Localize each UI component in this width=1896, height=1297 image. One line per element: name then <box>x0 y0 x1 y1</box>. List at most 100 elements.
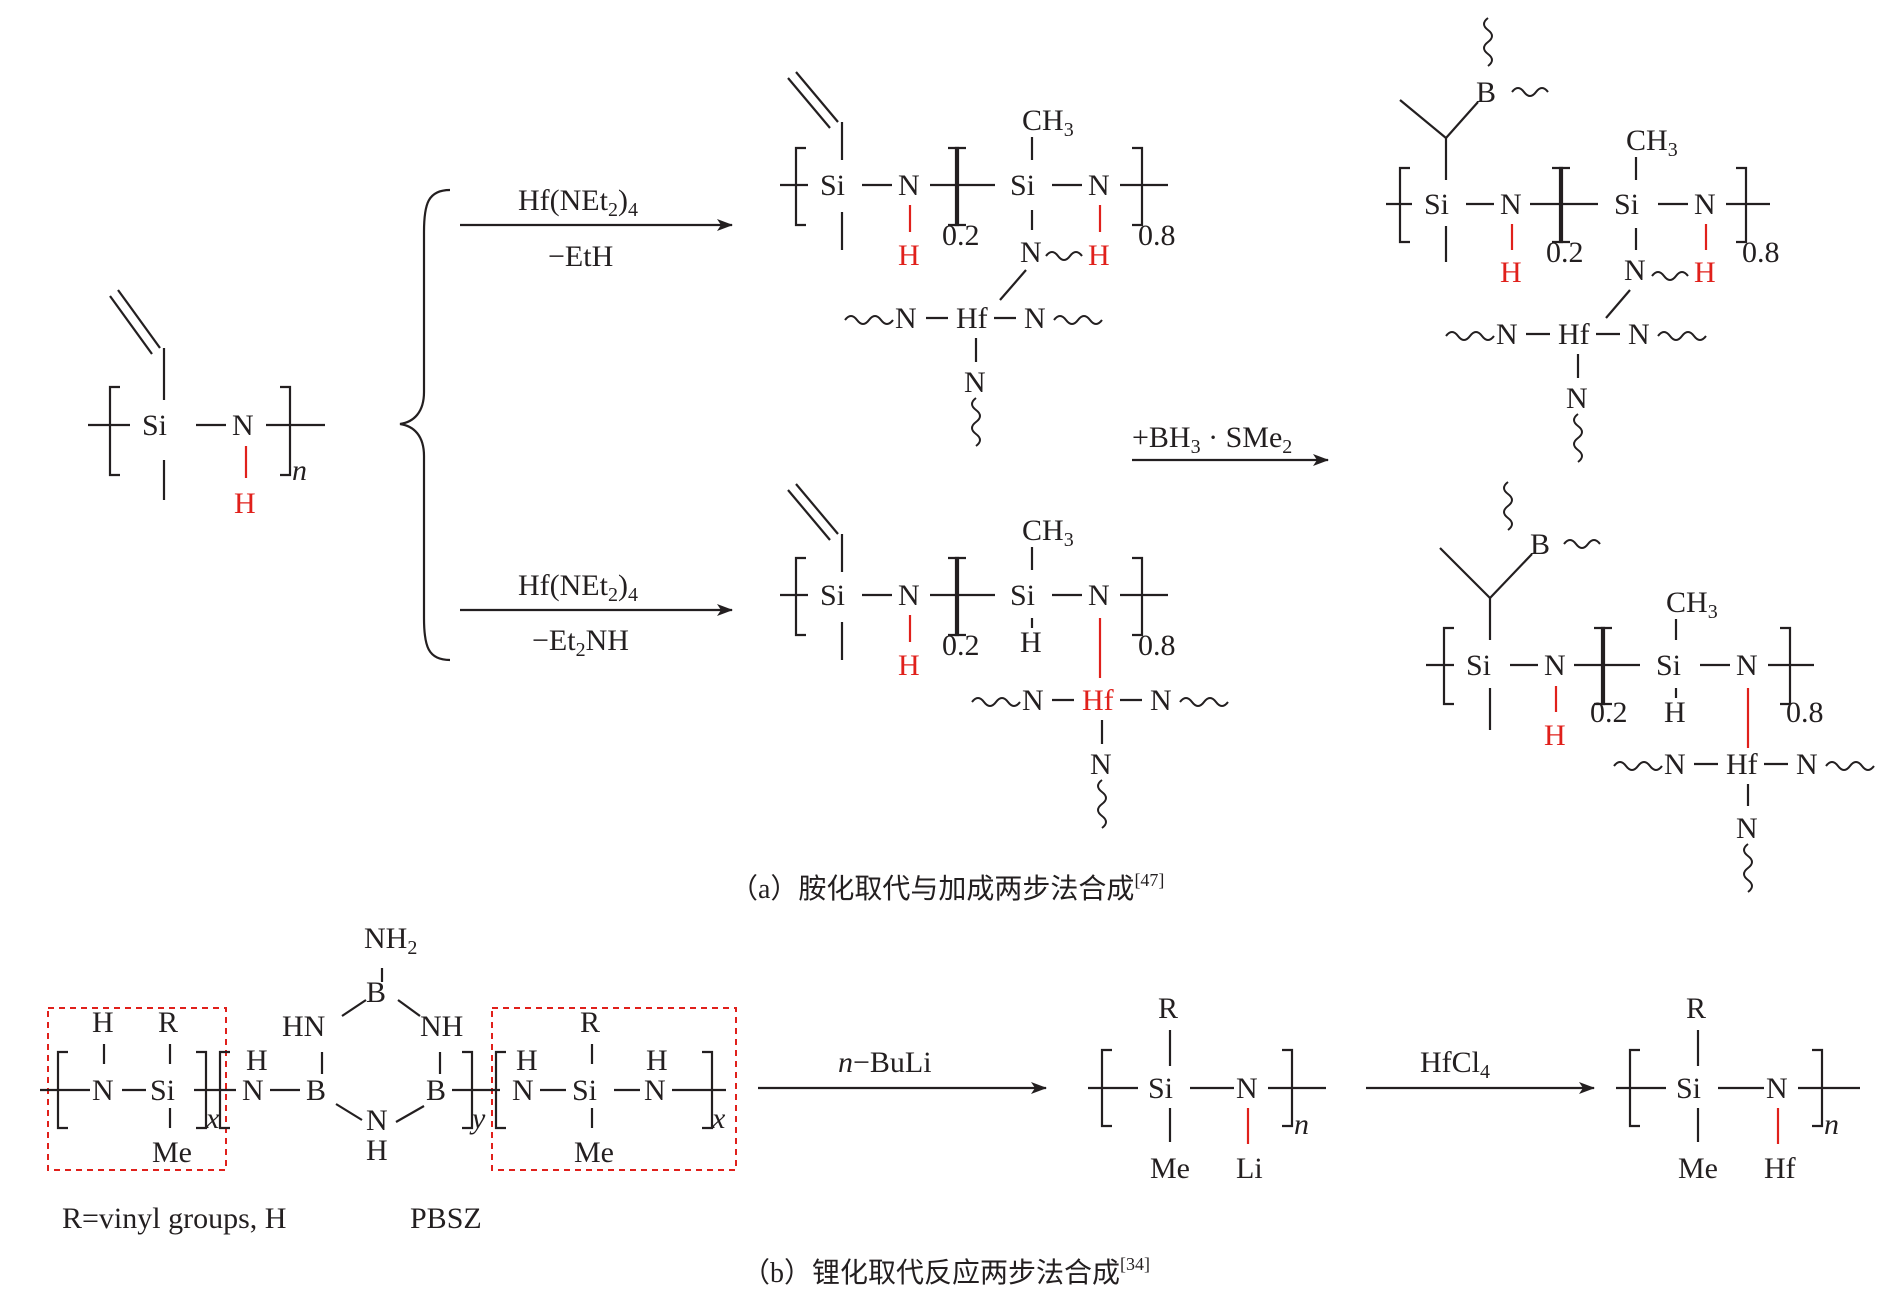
svg-text:Hf: Hf <box>1764 1152 1796 1185</box>
borane-arrow: +BH3 · SMe2 <box>1132 421 1329 466</box>
r-definition: R=vinyl groups, H <box>62 1202 286 1235</box>
product-d-bottom-right: B Si N H 0.2 CH3 Si H N 0.8 N Hf N <box>1426 481 1875 893</box>
svg-text:H: H <box>898 649 920 682</box>
svg-text:B: B <box>1530 528 1550 561</box>
svg-text:CH3: CH3 <box>1666 586 1718 623</box>
svg-text:0.2: 0.2 <box>1546 236 1584 269</box>
svg-text:Me: Me <box>152 1136 192 1169</box>
svg-text:R: R <box>1158 992 1178 1025</box>
svg-text:N: N <box>366 1104 388 1137</box>
hfcl4-arrow: HfCl4 <box>1366 1046 1595 1094</box>
svg-text:H: H <box>1088 239 1110 272</box>
bottom-reaction-arrow: Hf(NEt2)4 −Et2NH <box>460 569 733 661</box>
caption-a: （a）胺化取代与加成两步法合成[47] <box>730 870 1164 905</box>
n-label: N <box>232 409 254 442</box>
svg-text:x: x <box>711 1102 726 1135</box>
subscript-n: n <box>292 454 307 487</box>
svg-text:Si: Si <box>572 1074 597 1107</box>
svg-text:N: N <box>1796 748 1818 781</box>
svg-text:−Et2NH: −Et2NH <box>532 624 629 661</box>
svg-text:0.8: 0.8 <box>1138 219 1176 252</box>
svg-text:N: N <box>644 1074 666 1107</box>
svg-text:R: R <box>158 1006 178 1039</box>
lithiated-polysilazane: R Si Me N Li n <box>1088 992 1326 1185</box>
svg-text:Hf(NEt2)4: Hf(NEt2)4 <box>518 184 638 221</box>
svg-text:N: N <box>1022 684 1044 717</box>
svg-text:Si: Si <box>1148 1072 1173 1105</box>
svg-text:Li: Li <box>1236 1152 1263 1185</box>
svg-text:CH3: CH3 <box>1626 124 1678 161</box>
svg-text:N: N <box>92 1074 114 1107</box>
svg-text:Si: Si <box>1424 188 1449 221</box>
si-label: Si <box>142 409 167 442</box>
pbsz-label: PBSZ <box>410 1202 482 1235</box>
svg-text:Me: Me <box>1678 1152 1718 1185</box>
h-label: H <box>234 487 256 520</box>
svg-text:n: n <box>1824 1108 1839 1141</box>
svg-text:N: N <box>898 169 920 202</box>
svg-text:NH2: NH2 <box>364 922 417 959</box>
product-b-bottom: Si N H 0.2 CH3 Si H N 0.8 N Hf N N <box>780 483 1229 829</box>
svg-text:H: H <box>366 1134 388 1167</box>
svg-text:N: N <box>1500 188 1522 221</box>
svg-text:N: N <box>1544 649 1566 682</box>
svg-text:Si: Si <box>1010 169 1035 202</box>
svg-text:B: B <box>426 1074 446 1107</box>
svg-text:0.8: 0.8 <box>1742 236 1780 269</box>
svg-text:H: H <box>646 1044 668 1077</box>
svg-text:H: H <box>898 239 920 272</box>
svg-text:Si: Si <box>150 1074 175 1107</box>
svg-text:Me: Me <box>574 1136 614 1169</box>
svg-text:N: N <box>964 366 986 399</box>
svg-text:H: H <box>1500 256 1522 289</box>
svg-text:H: H <box>1544 719 1566 752</box>
svg-text:N: N <box>1566 382 1588 415</box>
svg-text:CH3: CH3 <box>1022 104 1074 141</box>
svg-text:H: H <box>516 1044 538 1077</box>
svg-text:n: n <box>1294 1108 1309 1141</box>
svg-text:N: N <box>898 579 920 612</box>
svg-text:N: N <box>1736 812 1758 845</box>
svg-text:Si: Si <box>1010 579 1035 612</box>
svg-text:Hf: Hf <box>1082 684 1114 717</box>
svg-text:N: N <box>512 1074 534 1107</box>
svg-text:N: N <box>1664 748 1686 781</box>
svg-text:N: N <box>1766 1072 1788 1105</box>
svg-text:R: R <box>580 1006 600 1039</box>
svg-text:H: H <box>1020 626 1042 659</box>
svg-text:B: B <box>306 1074 326 1107</box>
svg-text:H: H <box>92 1006 114 1039</box>
svg-text:Si: Si <box>1614 188 1639 221</box>
svg-text:NH: NH <box>420 1010 463 1043</box>
svg-text:H: H <box>246 1044 268 1077</box>
product-a-top: Si N H 0.2 CH3 Si N H 0.8 N N Hf N N <box>780 71 1176 447</box>
svg-text:N: N <box>1628 318 1650 351</box>
svg-text:CH3: CH3 <box>1022 514 1074 551</box>
svg-text:0.2: 0.2 <box>942 629 980 662</box>
svg-text:N: N <box>242 1074 264 1107</box>
svg-text:Si: Si <box>1466 649 1491 682</box>
svg-text:0.8: 0.8 <box>1138 629 1176 662</box>
svg-text:N: N <box>1088 579 1110 612</box>
svg-text:R: R <box>1686 992 1706 1025</box>
svg-text:Si: Si <box>1656 649 1681 682</box>
svg-text:Hf: Hf <box>956 302 988 335</box>
svg-text:Si: Si <box>1676 1072 1701 1105</box>
svg-text:N: N <box>1624 254 1646 287</box>
buli-arrow: n−BuLi <box>758 1046 1047 1094</box>
svg-text:Hf: Hf <box>1558 318 1590 351</box>
svg-text:Si: Si <box>820 579 845 612</box>
svg-text:0.2: 0.2 <box>942 219 980 252</box>
svg-text:N: N <box>895 302 917 335</box>
svg-text:0.8: 0.8 <box>1786 696 1824 729</box>
svg-text:Hf: Hf <box>1726 748 1758 781</box>
starting-polysilazane: Si N H n <box>88 289 325 520</box>
svg-text:N: N <box>1150 684 1172 717</box>
top-reaction-arrow: Hf(NEt2)4 −EtH <box>460 184 733 273</box>
svg-text:N: N <box>1024 302 1046 335</box>
svg-text:N: N <box>1020 236 1042 269</box>
svg-text:B: B <box>366 976 386 1009</box>
svg-text:Hf(NEt2)4: Hf(NEt2)4 <box>518 569 638 606</box>
svg-text:Me: Me <box>1150 1152 1190 1185</box>
svg-text:N: N <box>1088 169 1110 202</box>
